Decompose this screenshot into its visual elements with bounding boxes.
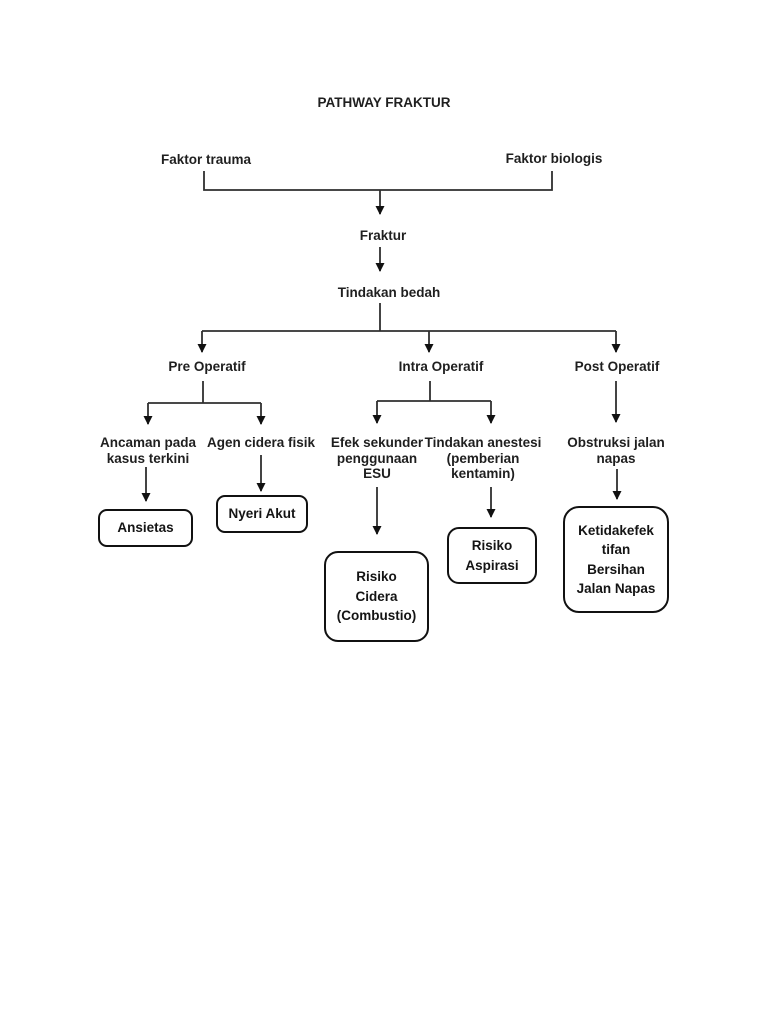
node-anestesi-line-2: (pemberian	[446, 450, 520, 466]
node-fraktur: Fraktur	[359, 228, 407, 243]
diagnosis-nyeri-akut-text: Nyeri Akut	[228, 506, 296, 522]
node-obstruksi-line-2: napas	[596, 450, 636, 466]
diagnosis-box-ketidakefektifan-bersihan-jalan-napas: Ketidakefek tifan Bersihan Jalan Napas	[563, 506, 669, 613]
diagnosis-ansietas-text: Ansietas	[117, 520, 174, 536]
node-post-operatif: Post Operatif	[574, 359, 660, 374]
page-title: PATHWAY FRAKTUR	[317, 95, 451, 110]
diagnosis-ketidakefektifan-line-2: tifan	[601, 542, 631, 557]
diagnosis-risiko-aspirasi-line-2: Aspirasi	[465, 557, 519, 573]
diagnosis-box-ansietas: Ansietas	[98, 509, 193, 547]
diagnosis-box-nyeri-akut: Nyeri Akut	[216, 495, 308, 533]
node-intra-operatif: Intra Operatif	[398, 359, 484, 374]
edge-faktor-bracket	[203, 171, 553, 191]
node-tindakan-anestesi: Tindakan anestesi (pemberian kentamin)	[425, 435, 542, 482]
node-efek-line-1: Efek sekunder	[330, 435, 424, 450]
node-efek-line-2: penggunaan	[336, 450, 418, 466]
node-faktor-biologis: Faktor biologis	[505, 151, 603, 166]
diagnosis-box-risiko-aspirasi: Risiko Aspirasi	[447, 527, 537, 584]
node-pre-operatif: Pre Operatif	[168, 359, 246, 374]
diagnosis-risiko-aspirasi-line-1: Risiko	[471, 538, 513, 553]
diagnosis-ketidakefektifan-line-4: Jalan Napas	[576, 581, 656, 596]
node-ancaman-line-1: Ancaman pada	[99, 435, 197, 450]
diagnosis-risiko-cidera-line-2: Cidera	[355, 588, 398, 604]
node-faktor-trauma: Faktor trauma	[160, 152, 252, 167]
node-ancaman-line-2: kasus terkini	[106, 450, 190, 466]
node-obstruksi-jalan-napas: Obstruksi jalan napas	[567, 435, 665, 466]
node-obstruksi-line-1: Obstruksi jalan	[567, 435, 665, 450]
diagnosis-ketidakefektifan-line-3: Bersihan	[587, 561, 645, 577]
node-tindakan-bedah: Tindakan bedah	[337, 285, 441, 300]
node-anestesi-line-1: Tindakan anestesi	[424, 435, 542, 450]
diagnosis-risiko-cidera-line-1: Risiko	[356, 569, 397, 585]
node-agen-cidera-fisik: Agen cidera fisik	[206, 435, 316, 450]
node-efek-line-3: ESU	[363, 466, 391, 481]
node-anestesi-line-3: kentamin)	[451, 466, 515, 481]
diagnosis-box-risiko-cidera: Risiko Cidera (Combustio)	[324, 551, 429, 642]
node-efek-sekunder-esu: Efek sekunder penggunaan ESU	[331, 435, 423, 482]
diagnosis-risiko-cidera-line-3: (Combustio)	[336, 608, 417, 624]
diagnosis-ketidakefektifan-line-1: Ketidakefek	[578, 522, 654, 538]
node-ancaman-pada-kasus-terkini: Ancaman pada kasus terkini	[100, 435, 196, 466]
